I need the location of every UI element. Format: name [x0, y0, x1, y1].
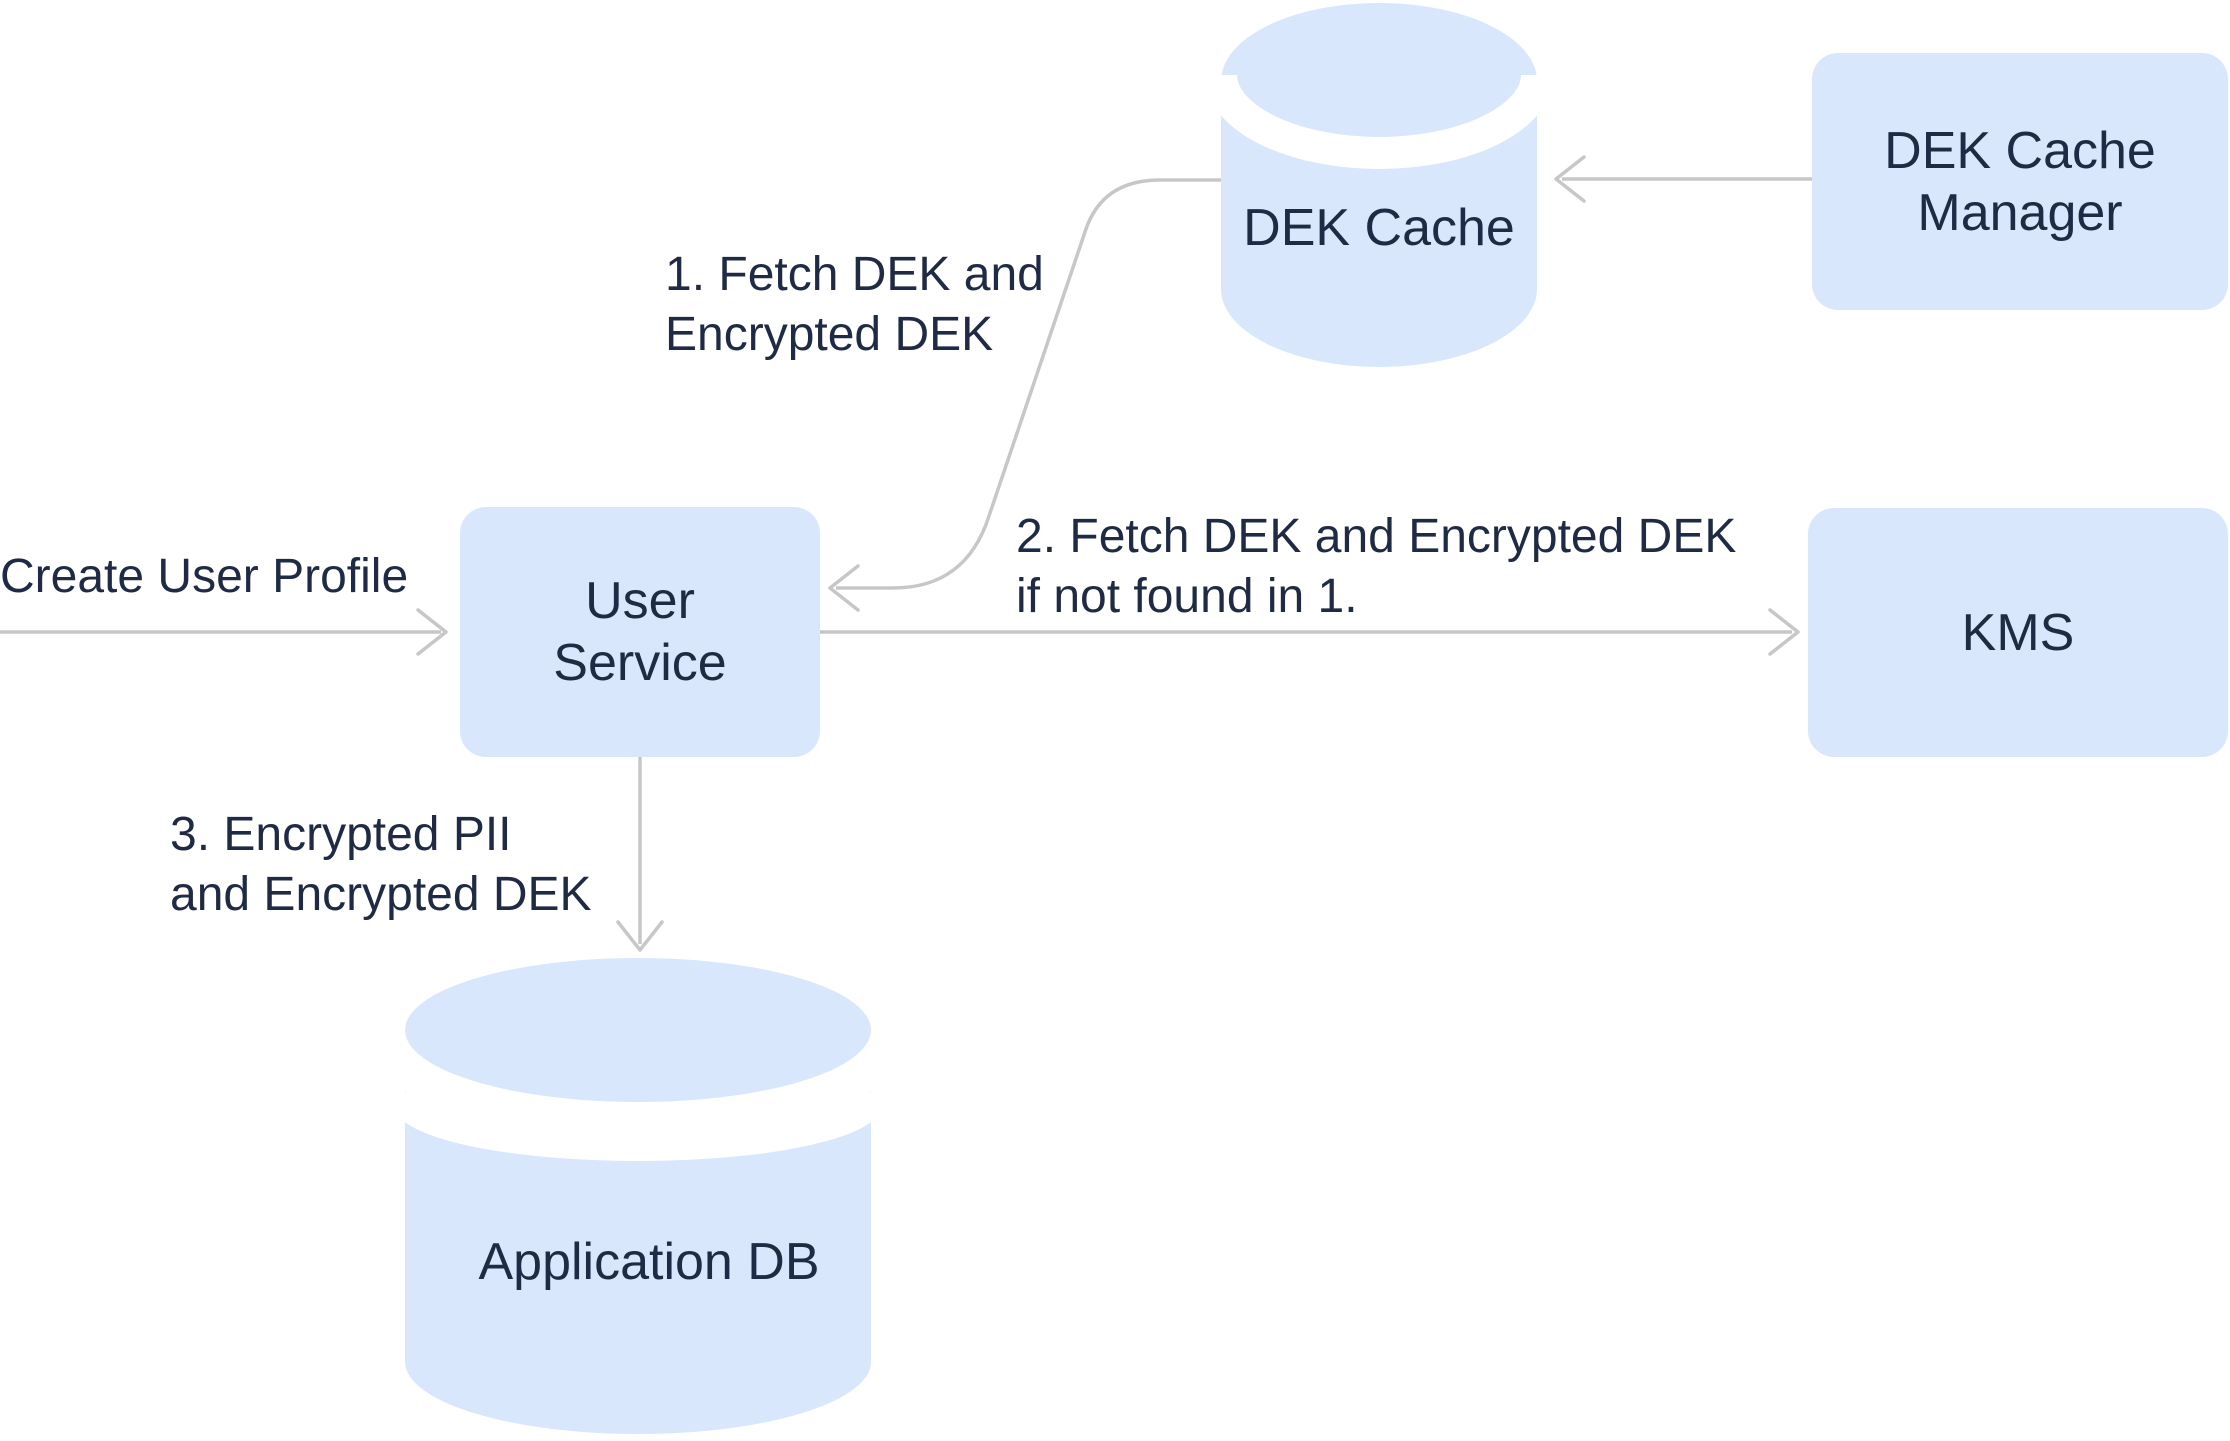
node-dek-cache-manager: DEK Cache Manager	[1812, 53, 2228, 310]
node-label: KMS	[1961, 603, 2075, 662]
arrowhead-right-icon	[1768, 608, 1800, 656]
node-kms: KMS	[1808, 508, 2228, 757]
node-label: DEK Cache Manager	[1884, 121, 2156, 242]
node-label-dek-cache: DEK Cache	[1243, 199, 1515, 257]
node-user-service: User Service	[460, 507, 820, 757]
cache-to-user-service-arrow-line	[836, 178, 1221, 590]
edge-label-fetch-from-kms: 2. Fetch DEK and Encrypted DEK if not fo…	[1016, 510, 1737, 623]
node-label: User Service	[553, 572, 727, 692]
edge-label-fetch-from-cache: 1. Fetch DEK and Encrypted DEK	[665, 248, 1044, 361]
node-label-application-db: Application DB	[478, 1233, 820, 1291]
database-cylinder-icon	[1205, 3, 1553, 367]
edge-label-create-user-profile: Create User Profile	[0, 550, 409, 603]
arrowhead-right-icon	[416, 608, 448, 656]
arrowhead-down-icon	[616, 920, 664, 952]
edge-label-store-encrypted: 3. Encrypted PII and Encrypted DEK	[170, 808, 592, 921]
arrowhead-left-icon	[828, 564, 860, 612]
database-cylinder-icon	[388, 958, 888, 1434]
arrowhead-left-icon	[1554, 155, 1586, 203]
